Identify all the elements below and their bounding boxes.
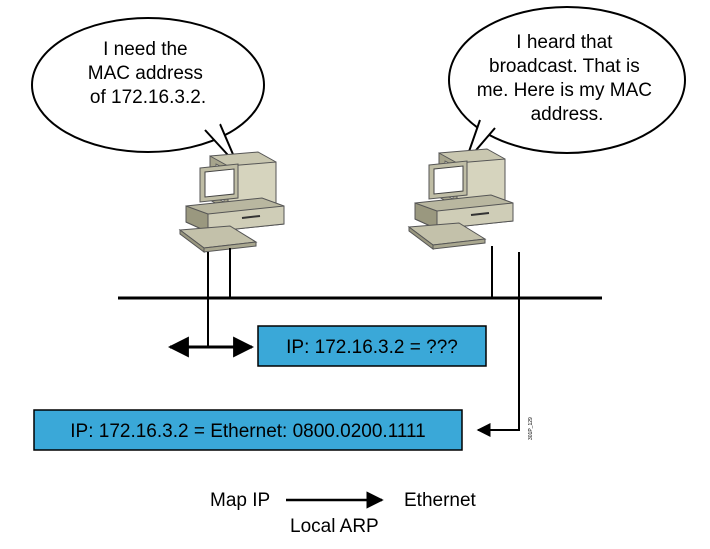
computer-icon: [407, 148, 514, 250]
figure-id: 301P_129: [528, 417, 534, 440]
legend-local-arp: Local ARP: [290, 516, 379, 537]
arp-reply-box: IP: 172.16.3.2 = Ethernet: 0800.0200.111…: [33, 409, 463, 451]
speech-bubble-right: I heard that broadcast. That is me. Here…: [448, 6, 686, 164]
arp-reply-text: IP: 172.16.3.2 = Ethernet: 0800.0200.111…: [70, 421, 425, 442]
bubble-left-line: of 172.16.3.2.: [90, 87, 206, 108]
legend: Map IP Ethernet Local ARP: [210, 490, 477, 537]
bubble-right-line: address.: [531, 104, 604, 125]
svg-text:I heard that broadcast.: I heard that broadcast. That is me. Here…: [477, 32, 658, 125]
arp-request-text: IP: 172.16.3.2 = ???: [286, 337, 458, 358]
reply-path: [476, 252, 520, 437]
bubble-right-line: me. Here is my MAC: [477, 80, 652, 101]
svg-text:I need the MAC address: I need the MAC address of 172.16.3.2.: [88, 39, 208, 108]
legend-map-ip: Map IP: [210, 490, 270, 511]
arp-request-box: IP: 172.16.3.2 = ???: [257, 325, 487, 367]
computer-icon: [178, 151, 285, 253]
legend-ethernet: Ethernet: [404, 490, 477, 511]
bubble-left-line: MAC address: [88, 63, 203, 84]
bubble-right-line: broadcast. That is: [489, 56, 640, 77]
bubble-left-line: I need the: [103, 39, 188, 60]
bubble-right-line: I heard that: [516, 32, 613, 53]
speech-bubble-left: I need the MAC address of 172.16.3.2.: [31, 17, 265, 167]
